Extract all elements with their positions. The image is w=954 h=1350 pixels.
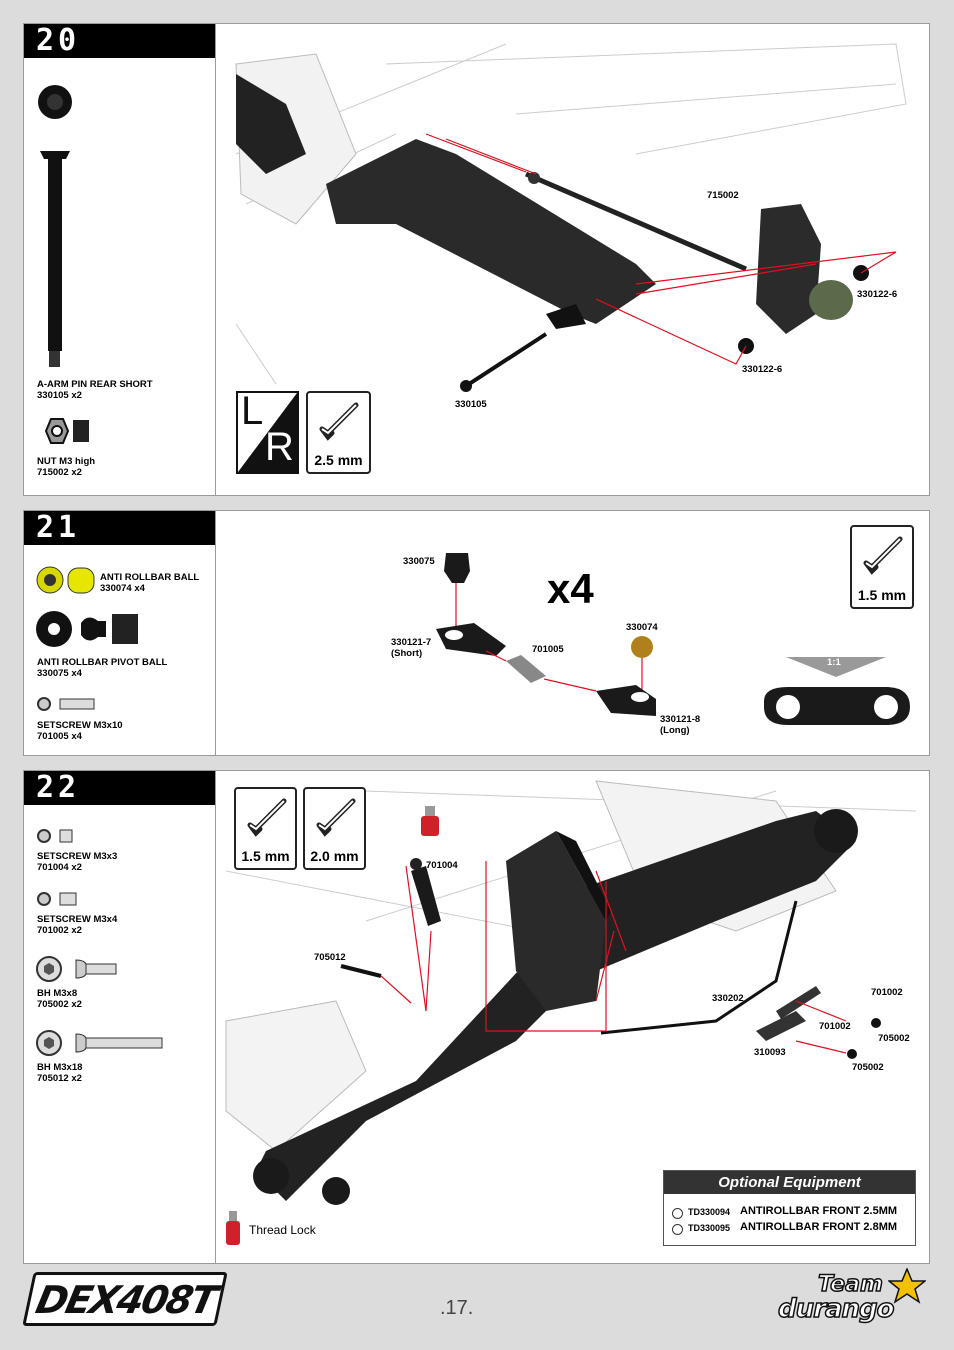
scale-label: 1:1 [827, 657, 841, 668]
brand-logo: Team durango [776, 1268, 931, 1330]
hex-key-icon [863, 536, 903, 575]
quantity-multiplier: x4 [547, 565, 594, 612]
front-rollbar-assembly-illustration [225, 780, 917, 1245]
step-number: 20 [24, 24, 215, 58]
parts-panel-22: 22 SETSCREW M3x3 701004 x2 SETSCREW M3x4… [24, 771, 215, 1263]
checkbox-circle-icon [672, 1224, 683, 1235]
anti-rollbar-ball-image [36, 566, 95, 594]
nut-image [44, 418, 89, 444]
callout-330122-6: 330122-6 [857, 289, 898, 300]
callout-701002: 701002 [871, 987, 903, 998]
callout-310093: 310093 [754, 1047, 786, 1058]
model-logo: DEX408T [22, 1272, 228, 1326]
optional-item: TD330095 ANTIROLLBAR FRONT 2.8MM [664, 1220, 915, 1236]
callout-701002: 701002 [819, 1021, 851, 1032]
checkbox-circle-icon [672, 1208, 683, 1219]
hex-key-icon [316, 798, 356, 837]
step-20: 20 A-ARM PIN REAR SHORT 330105 x2 NUT M3… [23, 23, 930, 496]
callout-330121-8: 330121-8 (Long) [660, 714, 701, 736]
parts-panel-21: 21 ANTI ROLLBAR BALL 330074 x4 ANTI ROLL… [24, 511, 215, 755]
parts-panel-20: 20 A-ARM PIN REAR SHORT 330105 x2 NUT M3… [24, 24, 215, 495]
step-number: 21 [24, 511, 215, 545]
callout-330121-7: 330121-7 (Short) [391, 637, 432, 659]
rear-arm-assembly-illustration [235, 43, 907, 392]
thread-lock-legend: Thread Lock [249, 1223, 316, 1237]
step-number: 22 [24, 771, 215, 805]
callout-330075: 330075 [403, 556, 435, 567]
step-21: 21 ANTI ROLLBAR BALL 330074 x4 ANTI ROLL… [23, 510, 930, 756]
hex-key-icon [319, 402, 359, 441]
assembly-view-20: 715002 330122-6 330122-6 330105 L R 2.5 … [215, 24, 929, 495]
hex-key-2.5mm: 2.5 mm [306, 391, 371, 474]
part-label: SETSCREW M3x3 701004 x2 [37, 851, 118, 873]
part-label: BH M3x8 705002 x2 [37, 988, 82, 1010]
optional-item: TD330094 ANTIROLLBAR FRONT 2.5MM [664, 1204, 915, 1220]
callout-330202: 330202 [712, 993, 744, 1004]
bh-m3x8-image [36, 956, 117, 982]
callout-701004: 701004 [426, 860, 458, 871]
hex-key-1.5mm: 1.5 mm [234, 787, 297, 870]
assembly-view-22: 701004 705012 330202 701002 701002 70500… [215, 771, 929, 1263]
callout-705012: 705012 [314, 952, 346, 963]
part-label: A-ARM PIN REAR SHORT 330105 x2 [37, 379, 153, 401]
left-right-icon: L R [236, 391, 299, 474]
page-number: .17. [440, 1297, 474, 1319]
callout-701005: 701005 [532, 644, 564, 655]
part-label: SETSCREW M3x10 701005 x4 [37, 720, 123, 742]
callout-330074: 330074 [626, 622, 658, 633]
callout-705002: 705002 [878, 1033, 910, 1044]
part-label: ANTI ROLLBAR PIVOT BALL 330075 x4 [37, 657, 168, 679]
part-label: ANTI ROLLBAR BALL 330074 x4 [100, 572, 200, 594]
rollbar-linkage-illustration [436, 553, 910, 725]
setscrew-image [37, 697, 95, 711]
hex-key-2.0mm: 2.0 mm [303, 787, 366, 870]
bh-m3x18-image [36, 1030, 163, 1056]
part-label: NUT M3 high 715002 x2 [37, 456, 96, 478]
star-icon [888, 1268, 926, 1304]
optional-equipment-title: Optional Equipment [664, 1171, 915, 1194]
setscrew-m3x4-image [37, 892, 77, 906]
hex-key-1.5mm: 1.5 mm [850, 525, 914, 609]
a-arm-pin-image [38, 85, 72, 367]
callout-715002: 715002 [707, 190, 739, 201]
callout-330122-6: 330122-6 [742, 364, 783, 375]
setscrew-m3x3-image [37, 829, 73, 843]
part-label: BH M3x18 705012 x2 [37, 1062, 83, 1084]
assembly-view-21: x4 330075 330121-7 (Short) 701005 330074… [215, 511, 929, 755]
part-label: SETSCREW M3x4 701002 x2 [37, 914, 118, 936]
hex-key-icon [247, 798, 287, 837]
pivot-ball-image [36, 611, 138, 647]
callout-705002: 705002 [852, 1062, 884, 1073]
callout-330105: 330105 [455, 399, 487, 410]
step-22: 22 SETSCREW M3x3 701004 x2 SETSCREW M3x4… [23, 770, 930, 1264]
optional-equipment-panel: Optional Equipment TD330094 ANTIROLLBAR … [663, 1170, 916, 1246]
